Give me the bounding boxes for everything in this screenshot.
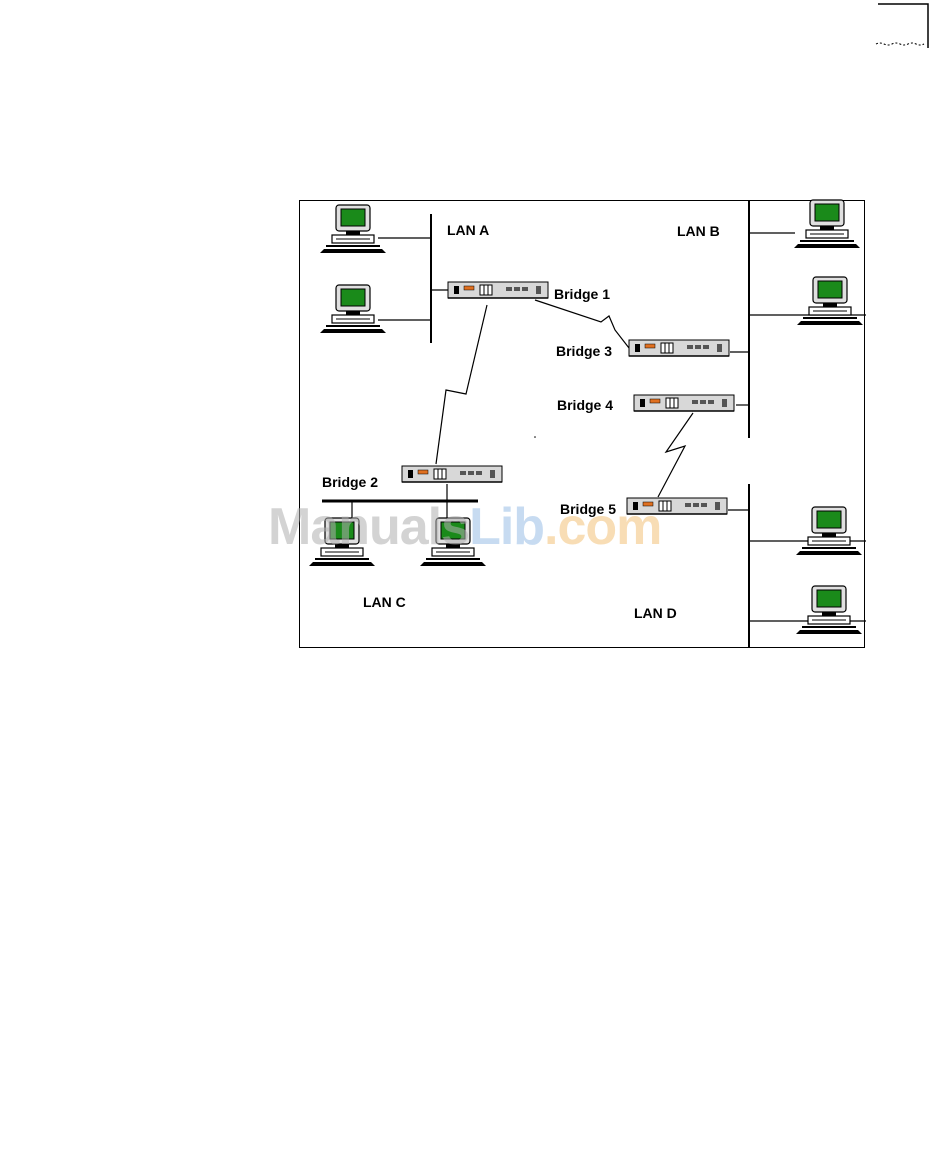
watermark-part3: .com [544,497,661,557]
bridge-3-device [629,340,729,356]
lan-b-workstation-2 [797,277,863,325]
bridge-2-device [402,466,502,482]
link-bridge1-bridge3 [535,300,629,348]
lan-d-workstation-1 [796,507,862,555]
bridge-1-device [448,282,548,298]
lan-a-label: LAN A [447,222,489,238]
bridge-4-device [634,395,734,411]
bridge-1-label: Bridge 1 [554,286,610,302]
watermark-part1: Manuals [268,497,469,557]
lan-c-label: LAN C [363,594,406,610]
bridge-4-label: Bridge 4 [557,397,613,413]
lan-a-workstation-1 [320,205,386,253]
watermark-part2: Lib [469,497,544,557]
lan-d-workstation-2 [796,586,862,634]
link-bridge1-bridge2 [436,305,487,464]
bridge-2-label: Bridge 2 [322,474,378,490]
lan-d-label: LAN D [634,605,677,621]
watermark: ManualsLib.com [268,497,661,557]
lan-b-workstation-1 [794,200,860,248]
link-bridge4-bridge5 [658,413,693,497]
lan-a-workstation-2 [320,285,386,333]
lan-b-label: LAN B [677,223,720,239]
bridge-3-label: Bridge 3 [556,343,612,359]
